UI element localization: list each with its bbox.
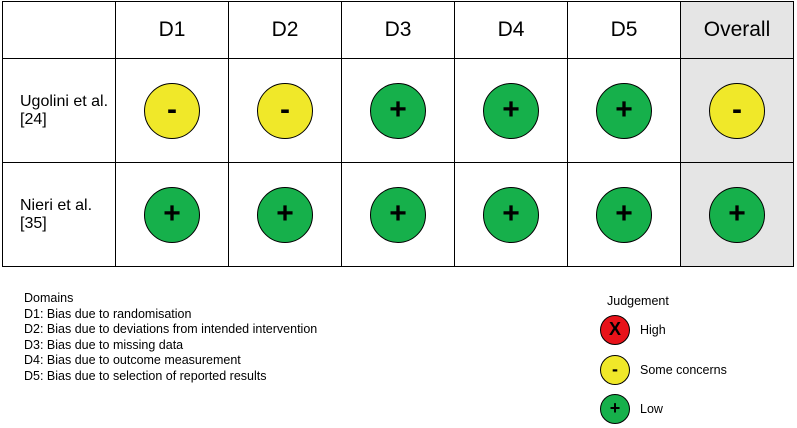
header-overall: Overall [680,1,794,59]
domain-item: D3: Bias due to missing data [24,337,184,352]
cell-overall: + [680,162,794,267]
judgement-dot: + [596,82,652,139]
cell-d4: + [454,162,568,267]
judgement-label: Low [640,402,663,416]
study-row: Ugolini et al. [24] - - + + + - [2,58,794,163]
risk-of-bias-table: D1 D2 D3 D4 D5 Overall Ugolini et al. [2… [2,1,794,267]
judgement-label: High [640,323,666,337]
high-risk-icon: X [600,315,630,345]
cell-d5: + [567,58,681,163]
judgement-dot: - [709,82,765,139]
cell-d2: - [228,58,342,163]
judgement-dot: + [257,186,313,243]
domain-item: D4: Bias due to outcome measurement [24,353,241,367]
cell-d4: + [454,58,568,163]
judgement-title: Judgement [607,294,669,308]
domain-item: D5: Bias due to selection of reported re… [24,368,267,383]
judgement-item-some-concerns: - Some concerns [600,355,727,385]
cell-d1: + [115,162,229,267]
domains-title: Domains [24,291,74,305]
judgement-item-low: + Low [600,394,663,424]
some-concerns-icon: - [600,355,630,385]
judgement-dot: - [144,82,200,139]
judgement-legend: Judgement X High - Some concerns + Low [600,294,790,426]
cell-overall: - [680,58,794,163]
judgement-dot: + [709,186,765,243]
study-label: Nieri et al. [35] [2,162,116,267]
domain-item: D1: Bias due to randomisation [24,306,192,321]
header-empty-cell [2,1,116,59]
cell-d5: + [567,162,681,267]
cell-d3: + [341,162,455,267]
judgement-dot: + [144,186,200,243]
cell-d1: - [115,58,229,163]
header-d1: D1 [115,1,229,59]
study-row: Nieri et al. [35] + + + + + + [2,162,794,267]
judgement-label: Some concerns [640,363,727,377]
cell-d3: + [341,58,455,163]
header-d2: D2 [228,1,342,59]
low-risk-icon: + [600,394,630,424]
domain-item: D2: Bias due to deviations from intended… [24,322,318,336]
judgement-dot: + [370,186,426,243]
header-row: D1 D2 D3 D4 D5 Overall [2,1,794,59]
study-label: Ugolini et al. [24] [2,58,116,163]
header-d5: D5 [567,1,681,59]
domains-legend: Domains D1: Bias due to randomisation D2… [24,291,317,384]
judgement-dot: + [370,82,426,139]
judgement-item-high: X High [600,315,666,345]
judgement-dot: + [596,186,652,243]
judgement-dot: - [257,82,313,139]
cell-d2: + [228,162,342,267]
judgement-dot: + [483,186,539,243]
header-d4: D4 [454,1,568,59]
header-d3: D3 [341,1,455,59]
judgement-dot: + [483,82,539,139]
